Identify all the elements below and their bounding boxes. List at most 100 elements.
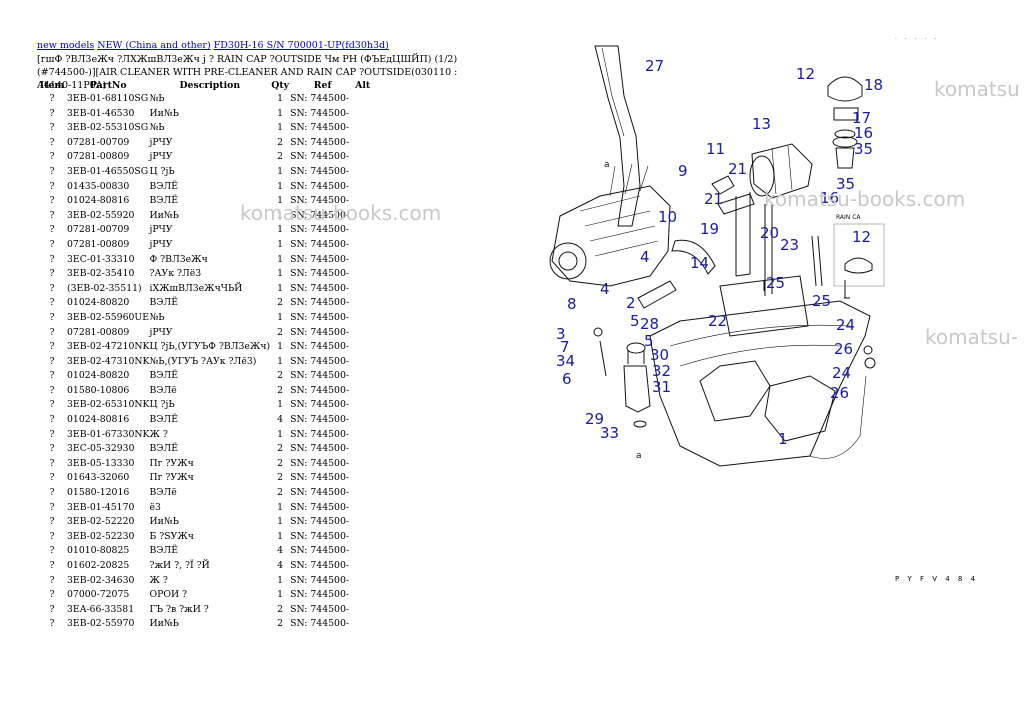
cell-qty: 2 (277, 487, 284, 499)
cell-part: 01580-10806 (67, 384, 130, 396)
engine-block (549, 163, 671, 287)
callout-34: 34 (556, 352, 575, 370)
cell-item: ? (49, 530, 55, 542)
cell-alt (355, 223, 370, 238)
breadcrumb-link-model[interactable]: FD30H-16 S/N 700001-UP(fd30h3d) (213, 40, 389, 51)
cell-item: ? (49, 384, 55, 396)
callout-18: 18 (864, 76, 883, 94)
callout-26b: 26 (830, 384, 849, 402)
cell-qty: 1 (277, 253, 284, 265)
cell-alt (355, 501, 370, 516)
cell-alt (355, 92, 370, 107)
callout-28: 28 (640, 315, 659, 333)
cell-ref: SN: 744500- (290, 165, 350, 177)
cell-ref: SN: 744500- (290, 311, 350, 323)
cell-item: ? (49, 282, 55, 294)
cell-part: 07281-00709 (67, 136, 130, 148)
cell-alt (355, 311, 370, 326)
cell-qty: 1 (277, 311, 284, 323)
cell-part: 3EB-02-55920 (67, 209, 135, 221)
cell-ref: SN: 744500- (290, 355, 350, 367)
cell-item: ? (49, 560, 55, 571)
cell-part: 07281-00809 (67, 238, 130, 250)
intake-pipe-27 (594, 45, 641, 227)
cell-qty: 1 (277, 268, 284, 280)
callout-6: 6 (562, 370, 572, 388)
cell-desc: №Ь,(УГУЪ ?АУк ?Лё3) (149, 355, 257, 367)
cell-qty: 2 (277, 384, 284, 396)
cell-qty: 2 (277, 472, 284, 484)
cell-desc: Пг ?УЖч (149, 457, 194, 469)
cell-desc: јРЧУ (149, 238, 173, 250)
watermark-komatsu-books-left: komatsu-books.com (240, 201, 442, 225)
cell-alt (355, 603, 370, 618)
cell-desc: Ц ?јЬ (149, 165, 175, 177)
clamp-parts (593, 280, 876, 377)
cell-item: ? (49, 574, 55, 586)
cell-ref: SN: 744500- (290, 341, 350, 353)
breadcrumb-link-new-models[interactable]: new models (37, 40, 95, 51)
cell-ref: SN: 744500- (290, 107, 350, 119)
cell-ref: SN: 744500- (290, 399, 350, 411)
cell-part: 3EB-05-13330 (67, 457, 135, 469)
cell-ref: SN: 744500- (290, 136, 350, 148)
cell-part: 3EC-05-32930 (67, 443, 135, 455)
cell-part: 3EB-02-47210NK (67, 341, 150, 353)
parts-diagram: 27 12 18 13 17 16 35 35 16 9 21 11 10 19… (549, 45, 885, 467)
cell-desc: ВЭЛЁ (149, 414, 178, 426)
cell-item: ? (49, 501, 55, 513)
cell-desc: јРЧУ (149, 326, 173, 338)
watermark-komatsu-books: komatsu-books.com (764, 187, 966, 211)
cell-ref: SN: 744500- (290, 384, 350, 396)
cell-part: 01024-80820 (67, 297, 130, 309)
cell-part: 3EB-01-68110SG (67, 93, 149, 104)
cell-part: 3EB-02-52220 (67, 516, 135, 528)
callout-19: 19 (700, 220, 719, 238)
breadcrumb-link-new-china[interactable]: NEW (China and other) (97, 40, 211, 51)
cell-item: ? (49, 238, 55, 250)
cell-item: ? (49, 107, 55, 119)
callout-25: 25 (766, 274, 785, 292)
cell-item: ? (49, 443, 55, 455)
callout-8: 8 (567, 295, 577, 313)
cell-qty: 2 (277, 618, 284, 630)
cell-part: 3EC-01-33310 (67, 253, 135, 265)
cell-item: ? (49, 224, 55, 236)
cell-qty: 1 (277, 341, 284, 353)
cell-alt (355, 165, 370, 180)
cell-qty: 1 (277, 589, 284, 601)
cell-desc: ВЭЛЁ (149, 370, 178, 382)
callout-33: 33 (600, 424, 619, 442)
cell-ref: SN: 744500- (290, 224, 350, 236)
cell-ref: SN: 744500- (290, 414, 350, 426)
cell-ref: SN: 744500- (290, 195, 350, 207)
cell-alt (355, 588, 370, 603)
cell-ref: SN: 744500- (290, 501, 350, 513)
cell-part: 01580-12016 (67, 487, 130, 499)
cell-alt (355, 355, 370, 370)
cell-item: ? (49, 209, 55, 221)
callout-23: 23 (780, 236, 799, 254)
inset-label: RAIN CA (836, 214, 861, 221)
cell-ref: SN: 744500- (290, 238, 350, 250)
cell-desc: ?АУк ?Лё3 (149, 268, 202, 280)
cell-ref: SN: 744500- (290, 545, 350, 557)
cell-alt (355, 544, 370, 559)
cell-alt (355, 413, 370, 428)
table-header-row: Item PartNo Description Qty Ref Alt (37, 79, 370, 92)
cell-alt (355, 530, 370, 545)
cell-alt (355, 515, 370, 530)
rain-cap-inset: RAIN CA 12 (833, 214, 885, 287)
callout-22: 22 (708, 312, 727, 330)
callout-17: 17 (852, 109, 871, 127)
